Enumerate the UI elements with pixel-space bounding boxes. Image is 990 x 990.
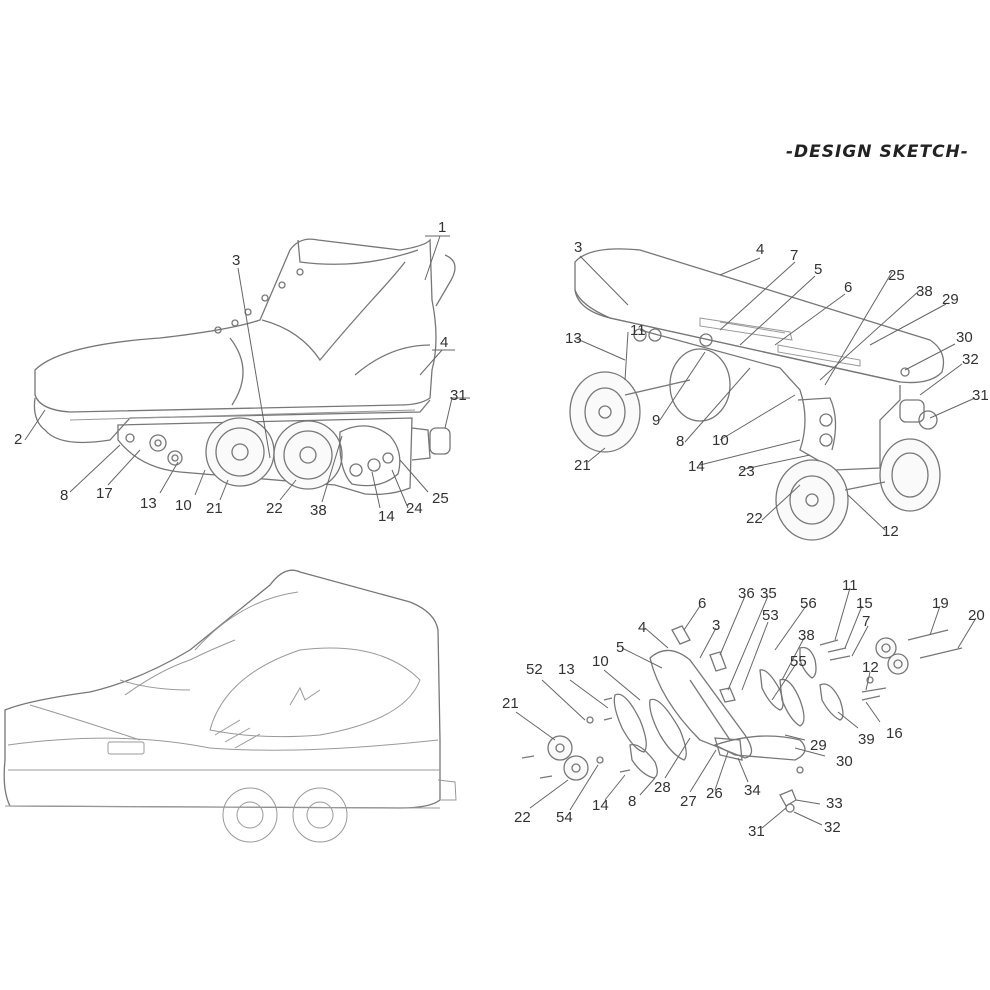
part-label: 11 bbox=[842, 577, 858, 594]
part-label: 9 bbox=[652, 412, 660, 429]
part-label: 21 bbox=[206, 500, 223, 517]
exploded-view-labels: 6 36 35 56 11 15 19 20 4 3 53 7 5 38 55 … bbox=[502, 577, 985, 840]
perspective-view-labels: 3 4 7 5 6 25 38 29 30 32 31 13 11 9 8 10… bbox=[565, 239, 989, 540]
part-label: 31 bbox=[972, 387, 989, 404]
exploded-view-drawing bbox=[521, 625, 963, 813]
part-label: 13 bbox=[565, 330, 582, 347]
part-label: 25 bbox=[432, 490, 449, 507]
part-label: 13 bbox=[558, 661, 575, 678]
part-label: 6 bbox=[698, 595, 706, 612]
part-label: 22 bbox=[746, 510, 763, 527]
part-label: 35 bbox=[760, 585, 777, 602]
shoe-illustration bbox=[3, 569, 457, 843]
part-label: 7 bbox=[862, 613, 870, 630]
part-label: 3 bbox=[712, 617, 720, 634]
part-label: 14 bbox=[378, 508, 395, 525]
part-label: 3 bbox=[574, 239, 582, 256]
part-label: 23 bbox=[738, 463, 755, 480]
part-label: 11 bbox=[630, 322, 646, 339]
part-label: 14 bbox=[592, 797, 609, 814]
part-label: 56 bbox=[800, 595, 817, 612]
part-label: 5 bbox=[814, 261, 822, 278]
part-label: 3 bbox=[232, 252, 240, 269]
part-label: 2 bbox=[14, 431, 22, 448]
part-label: 10 bbox=[175, 497, 192, 514]
side-view-labels: 1 3 4 31 2 8 17 13 10 21 22 38 14 24 25 bbox=[14, 219, 467, 525]
part-label: 14 bbox=[688, 458, 705, 475]
part-label: 15 bbox=[856, 595, 873, 612]
part-label: 38 bbox=[798, 627, 815, 644]
part-label: 32 bbox=[824, 819, 841, 836]
part-label: 8 bbox=[628, 793, 636, 810]
part-label: 54 bbox=[556, 809, 573, 826]
leader-lines bbox=[24, 235, 977, 829]
part-label: 26 bbox=[706, 785, 723, 802]
part-label: 12 bbox=[882, 523, 899, 540]
part-label: 17 bbox=[96, 485, 113, 502]
part-label: 19 bbox=[932, 595, 949, 612]
part-label: 28 bbox=[654, 779, 671, 796]
part-label: 33 bbox=[826, 795, 843, 812]
part-label: 24 bbox=[406, 500, 423, 517]
part-label: 7 bbox=[790, 247, 798, 264]
part-label: 55 bbox=[790, 653, 807, 670]
part-label: 8 bbox=[676, 433, 684, 450]
part-label: 25 bbox=[888, 267, 905, 284]
part-label: 21 bbox=[574, 457, 591, 474]
part-label: 1 bbox=[438, 219, 446, 236]
part-label: 4 bbox=[638, 619, 646, 636]
part-label: 36 bbox=[738, 585, 755, 602]
part-label: 29 bbox=[810, 737, 827, 754]
part-label: 16 bbox=[886, 725, 903, 742]
part-label: 22 bbox=[266, 500, 283, 517]
part-label: 4 bbox=[440, 334, 448, 351]
part-label: 53 bbox=[762, 607, 779, 624]
part-label: 52 bbox=[526, 661, 543, 678]
side-view-drawing bbox=[33, 238, 456, 496]
part-label: 27 bbox=[680, 793, 697, 810]
perspective-view-drawing bbox=[569, 248, 945, 541]
part-label: 5 bbox=[616, 639, 624, 656]
part-label: 8 bbox=[60, 487, 68, 504]
part-label: 38 bbox=[310, 502, 327, 519]
part-label: 38 bbox=[916, 283, 933, 300]
part-label: 10 bbox=[712, 432, 729, 449]
part-label: 31 bbox=[748, 823, 765, 840]
part-label: 31 bbox=[450, 387, 467, 404]
part-label: 22 bbox=[514, 809, 531, 826]
part-label: 29 bbox=[942, 291, 959, 308]
part-label: 32 bbox=[962, 351, 979, 368]
part-label: 30 bbox=[956, 329, 973, 346]
part-label: 13 bbox=[140, 495, 157, 512]
part-label: 4 bbox=[756, 241, 764, 258]
part-label: 34 bbox=[744, 782, 761, 799]
part-label: 39 bbox=[858, 731, 875, 748]
part-label: 21 bbox=[502, 695, 519, 712]
part-label: 12 bbox=[862, 659, 879, 676]
part-label: 30 bbox=[836, 753, 853, 770]
part-label: 10 bbox=[592, 653, 609, 670]
design-sketch-title: -DESIGN SKETCH- bbox=[786, 142, 969, 162]
part-label: 6 bbox=[844, 279, 852, 296]
part-label: 20 bbox=[968, 607, 985, 624]
